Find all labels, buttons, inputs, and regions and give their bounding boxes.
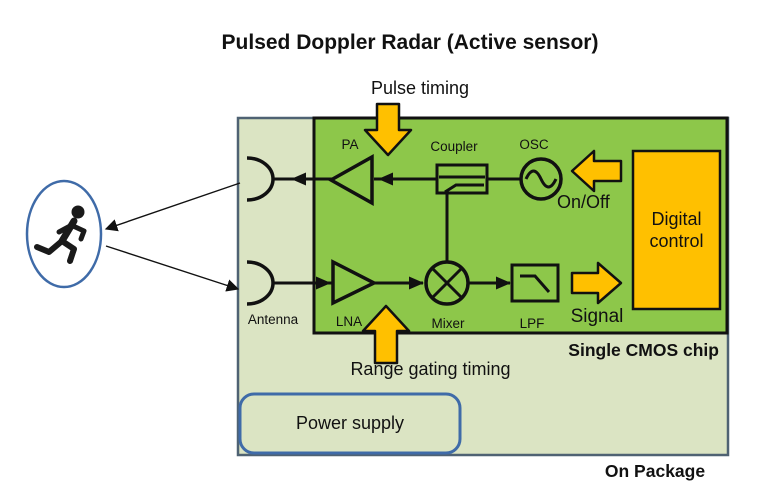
coupler-tap-line: [444, 183, 484, 194]
on-off-label: On/Off: [557, 192, 610, 212]
on-off-arrow: [570, 149, 623, 193]
multiply-cross-icon: [431, 267, 463, 299]
digital-control-box: [631, 149, 722, 311]
range-gating-label: Range gating timing: [350, 359, 511, 379]
running-person-icon: [34, 205, 87, 264]
power-supply-box: [238, 392, 462, 455]
signal-label: Signal: [570, 306, 624, 327]
sine-wave-icon: [524, 169, 558, 189]
right-arrowhead: [496, 276, 511, 290]
pulse-timing-label: Pulse timing: [370, 78, 470, 98]
osc-symbol: [519, 157, 563, 201]
lna-label: LNA: [335, 314, 363, 329]
pa-amplifier-symbol: [327, 154, 374, 206]
left-arrowhead: [378, 172, 393, 186]
signal-arrow: [570, 261, 623, 305]
lpf-symbol: [510, 263, 560, 303]
digital-control-line2: control: [649, 231, 704, 251]
lpf-label: LPF: [519, 316, 545, 331]
range-gating-arrow: [361, 304, 411, 365]
left-arrowhead: [291, 172, 306, 186]
on-package-label: On Package: [604, 461, 706, 481]
diagram-title: Pulsed Doppler Radar (Active sensor): [221, 31, 599, 54]
coupler-label: Coupler: [430, 139, 478, 154]
mixer-label: Mixer: [431, 316, 465, 331]
rx-wave-arrow: [105, 245, 240, 292]
pa-label: PA: [341, 137, 359, 152]
right-arrowhead: [316, 276, 331, 290]
antenna-label: Antenna: [247, 312, 299, 327]
digital-control-line1: Digital: [651, 208, 702, 229]
power-supply-label: Power supply: [295, 413, 405, 433]
lna-amplifier-symbol: [331, 259, 378, 306]
osc-label: OSC: [519, 137, 549, 152]
tx-wave-arrow: [104, 182, 241, 232]
lowpass-response-icon: [520, 274, 551, 293]
single-cmos-chip-label: Single CMOS chip: [568, 340, 719, 360]
right-arrowhead: [409, 276, 424, 290]
digital-control-label: Digital control: [633, 151, 720, 309]
pulse-timing-arrow: [363, 102, 413, 157]
